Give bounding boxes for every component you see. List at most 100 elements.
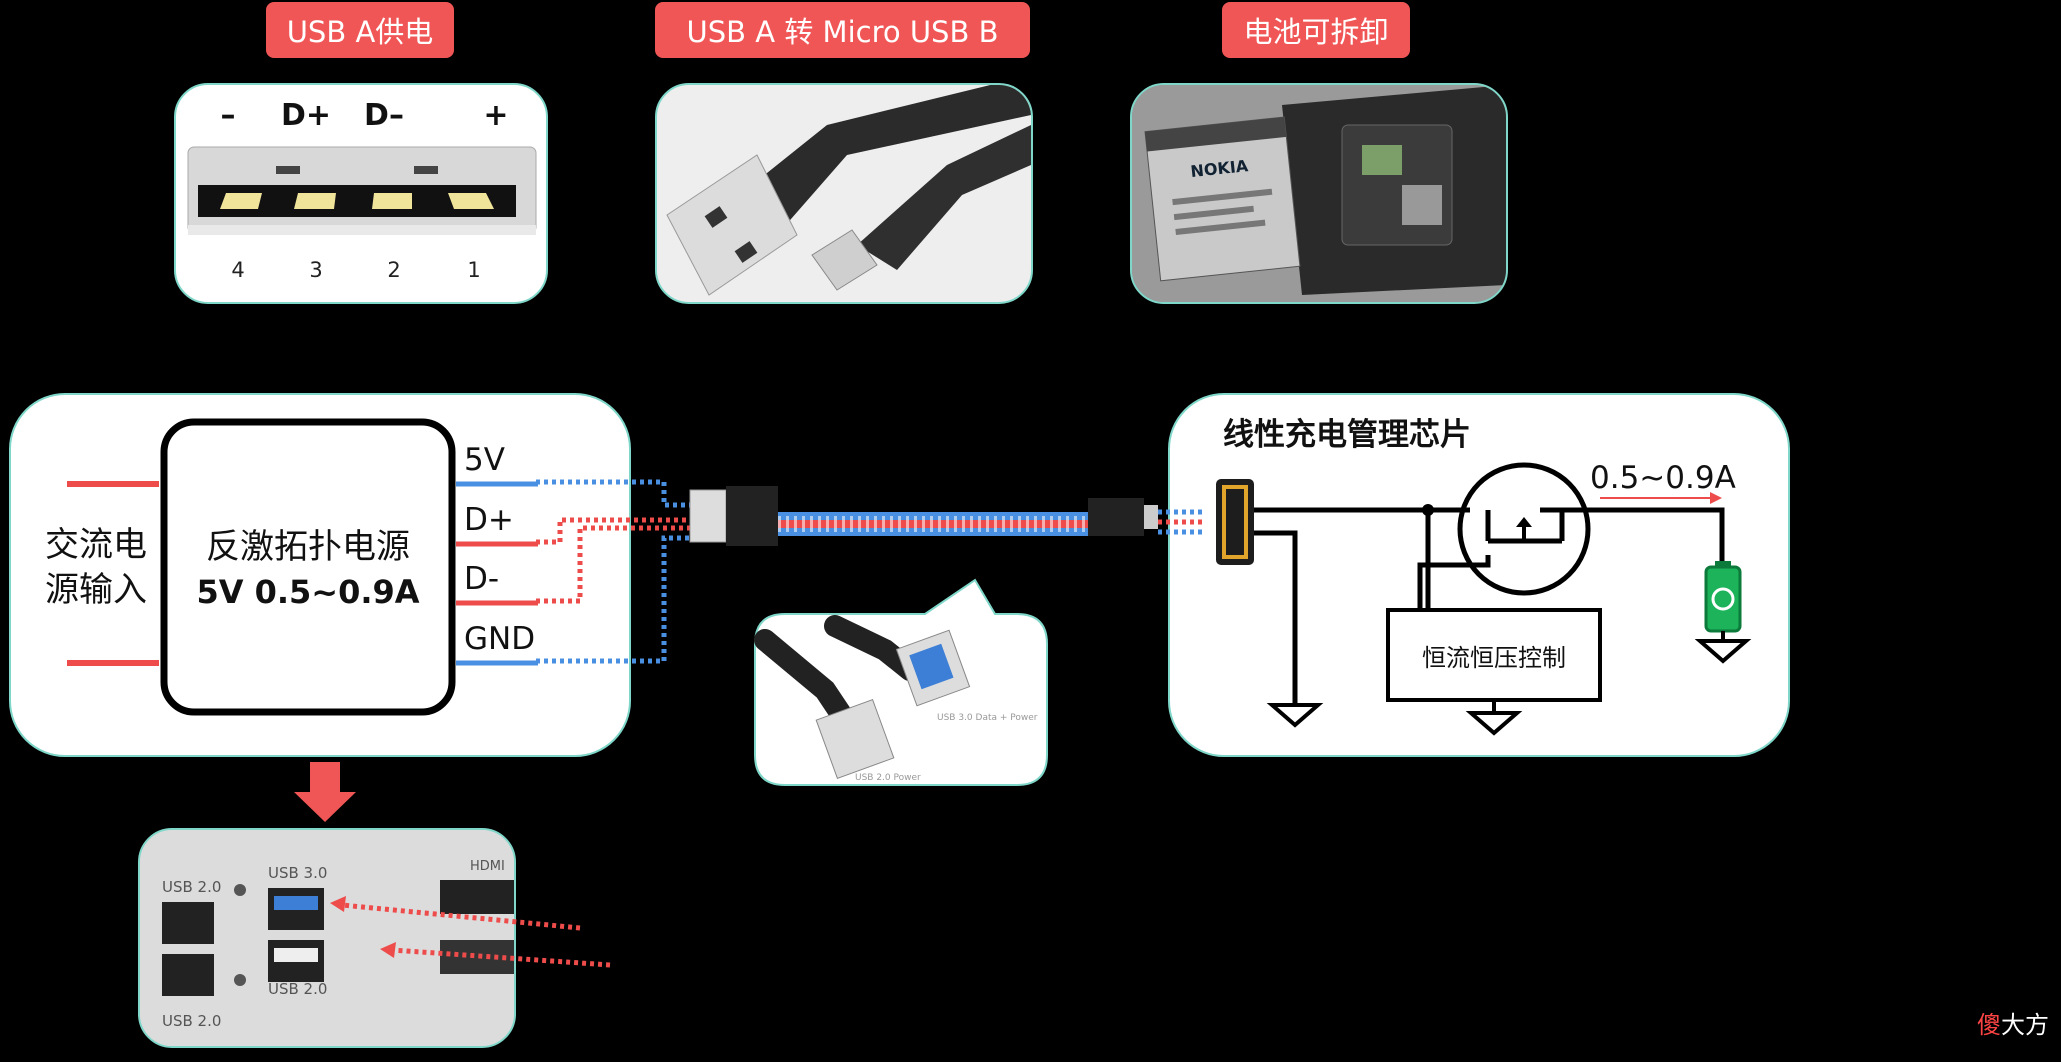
connector-gnd-wire [1254,530,1298,705]
ac-input-label-1: 交流电 [45,525,147,565]
flyback-spec: 5V 0.5~0.9A [196,573,419,611]
tag-battery-removable: 电池可拆卸 [1222,2,1410,58]
rear-ports-card: USB 2.0 USB 3.0 USB 2.0 USB 2.0 HDMI [138,828,516,1048]
battery-icon-terminal [1715,561,1731,568]
panel-hole-1 [234,884,246,896]
charger-diagram: 线性充电管理芯片 恒流恒压控制 0.5~0.9A [1216,417,1752,736]
charge-current: 0.5~0.9A [1590,460,1736,496]
pin-name-3: D– [364,98,404,133]
pin-name-1: – [221,98,236,133]
ground-symbol-right [1694,639,1752,664]
usb2-port-2 [162,954,214,996]
battery-print-line-3 [1175,219,1266,235]
usb3-callout-graphic: USB 3.0 Data + Power USB 2.0 Power [754,578,1048,786]
battery-print-line-2 [1173,205,1254,221]
tag-usb-a-power: USB A供电 [266,2,454,58]
usb-a-plug-lip [188,225,536,235]
flyback-name: 反激拓扑电源 [206,527,410,567]
rear-ports-graphic: USB 2.0 USB 3.0 USB 2.0 USB 2.0 HDMI [140,830,514,1046]
nokia-battery: NOKIA [1144,116,1301,282]
watermark-first-char: 傻 [1977,1011,2001,1039]
hdmi-port [440,880,514,914]
pin-name-2: D+ [281,98,331,133]
cable-usb-a-housing [726,486,778,546]
watermark: 傻大方 [1977,1005,2049,1040]
battery-graphic: NOKIA [1132,85,1506,302]
usb3-cable-label: USB 3.0 Data + Power [937,713,1038,723]
usb3-callout-bubble [754,578,1048,786]
port-label-hdmi: HDMI [470,859,505,874]
signal-5v: 5V [464,442,505,478]
port-label-usb2-b: USB 2.0 [162,1012,221,1030]
pin-number-2: 2 [387,258,400,282]
charger-title: 线性充电管理芯片 [1223,417,1471,453]
pin-contact-3 [294,193,336,209]
battery-print-line-1 [1172,188,1273,206]
usb-a-hole-right [414,166,438,174]
mosfet-circle [1457,462,1591,596]
battery-recycle-icon [1711,587,1735,611]
cable-strand-red [778,520,1088,528]
micro-usb-connector [1216,479,1254,565]
down-arrow-head [294,792,356,822]
usb-a-cable-body [727,85,1031,235]
flyback-box [160,418,456,716]
pin-name-4: + [483,98,508,133]
usb-cable-graphic [666,85,1031,296]
signal-dminus: D- [464,561,499,597]
pin-contact-4 [220,193,262,209]
usb2-port-3-insert [274,948,318,962]
usb3-plug-blue-insert [909,643,954,690]
port-label-usb2-c: USB 2.0 [268,980,327,998]
usb2-port-1 [162,902,214,944]
other-port [440,940,514,974]
usb-a-metal-shell [666,154,798,296]
cable-micro-housing [1088,498,1144,536]
signal-dplus: D+ [464,502,514,538]
mosfet-gate-wire [1417,555,1491,610]
micro-usb-metal-tip [811,229,878,291]
current-arrow-head [1710,492,1722,504]
cable-strand-blue-2 [778,528,1088,536]
port-label-usb3: USB 3.0 [268,864,327,882]
usb-a-hole-left [276,166,300,174]
rail-output [1540,507,1725,565]
cable-micro-tip [1144,505,1158,529]
battery-top-strip [1145,117,1287,152]
usb-a-hole-2 [734,241,758,263]
cccv-control-label: 恒流恒压控制 [1422,644,1566,672]
pin-number-4: 4 [231,258,244,282]
ground-symbol-left [1266,703,1324,728]
usb-a-hole-1 [704,206,728,228]
usb-cable-photo-card [655,83,1033,304]
battery-icon [1704,565,1742,633]
pin-number-1: 1 [467,258,480,282]
pin-contact-1 [448,193,494,209]
micro-usb-connector-pins [1222,485,1248,559]
usb-a-pinout-card: – D+ D– + 4 3 2 1 [174,83,548,304]
ground-symbol-center [1465,711,1523,736]
cable-usb-a-plug [689,489,727,543]
sim-slot [1402,185,1442,225]
pin-contact-2 [372,193,412,209]
cable-strand-blue-1 [778,512,1088,520]
usb2-plug [815,698,895,780]
tag-usb-a-to-micro: USB A 转 Micro USB B [655,2,1030,58]
usb3-callout: USB 3.0 Data + Power USB 2.0 Power [754,578,1048,786]
usb-a-pinout-graphic: – D+ D– + 4 3 2 1 [187,98,537,282]
usb2-cable-label: USB 2.0 Power [855,773,921,783]
micro-usb-cable-body [857,125,1031,270]
mosfet-arrow [1516,517,1532,527]
watermark-rest: 大方 [2001,1011,2049,1039]
down-arrow-shaft [310,762,340,792]
phone-pcb [1362,145,1402,175]
pin-number-3: 3 [309,258,322,282]
ac-input-label-2: 源输入 [45,570,147,610]
usb2-cable [754,629,856,731]
port-label-usb2-a: USB 2.0 [162,878,221,896]
power-supply-panel: 交流电 源输入 反激拓扑电源 5V 0.5~0.9A 5V D+ D- GND [9,393,631,757]
charger-panel: 线性充电管理芯片 恒流恒压控制 0.5~0.9A [1168,393,1790,757]
battery-photo-card: NOKIA [1130,83,1508,304]
usb3-port-1-insert [274,896,318,910]
power-supply-diagram: 交流电 源输入 反激拓扑电源 5V 0.5~0.9A 5V D+ D- GND [45,418,538,716]
